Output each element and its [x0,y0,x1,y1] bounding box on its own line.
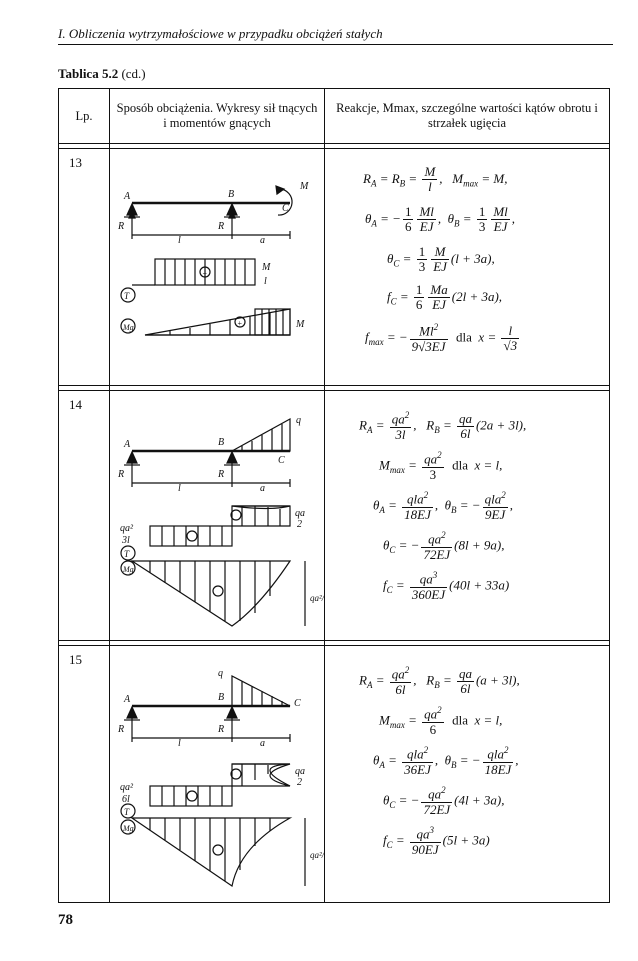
svg-text:B: B [228,189,234,200]
svg-text:a: a [260,235,265,246]
svg-text:3l: 3l [121,535,130,546]
table-caption: Tablica 5.2 (cd.) [58,66,146,82]
svg-text:B: B [218,437,224,448]
header-reactions: Reakcje, Mmax, szczególne wartości kątów… [324,88,610,144]
svg-text:l: l [178,483,181,494]
svg-text:R: R [217,724,224,735]
svg-text:Mg: Mg [122,323,134,332]
table-row: 14 [58,390,610,641]
svg-text:2: 2 [297,777,302,788]
row-number: 14 [58,390,110,641]
svg-text:l: l [178,235,181,246]
svg-text:T: T [124,807,130,817]
svg-text:C: C [278,455,285,466]
svg-text:M: M [295,319,305,330]
svg-text:T: T [124,291,130,301]
svg-text:+: + [202,269,207,278]
svg-text:R: R [117,724,124,735]
svg-text:l: l [178,738,181,749]
page-number: 78 [58,912,73,928]
svg-text:qa²/3: qa²/3 [310,593,324,603]
svg-text:qa: qa [295,766,305,777]
svg-text:a: a [260,738,265,749]
table-row: 13 [58,148,610,386]
svg-text:+: + [237,319,242,328]
caption-rest: (cd.) [118,66,146,81]
svg-text:R: R [217,469,224,480]
svg-text:qa²: qa² [120,523,134,534]
svg-text:A: A [123,439,131,450]
svg-text:R: R [117,469,124,480]
svg-text:qa: qa [295,508,305,519]
row-number: 13 [58,148,110,386]
svg-text:Mg: Mg [122,565,134,574]
svg-text:C: C [282,203,289,214]
svg-text:C: C [294,698,301,709]
svg-text:q: q [218,668,223,679]
svg-text:R: R [117,221,124,232]
svg-text:M: M [299,181,309,192]
svg-text:A: A [123,191,131,202]
running-head: I. Obliczenia wytrzymałościowe w przypad… [58,26,613,45]
caption-label: Tablica 5.2 [58,66,119,81]
svg-text:qa²: qa² [120,782,134,793]
table-row: 15 [58,645,610,903]
header-row: Lp. Sposób obciążenia. Wykresy sił tnący… [58,88,610,144]
svg-text:R: R [217,221,224,232]
svg-text:a: a [260,483,265,494]
svg-text:A: A [123,694,131,705]
svg-text:6l: 6l [122,794,130,805]
formula-table: Lp. Sposób obciążenia. Wykresy sił tnący… [58,88,610,903]
svg-text:l: l [264,276,267,287]
row-number: 15 [58,645,110,903]
svg-text:Mg: Mg [122,824,134,833]
svg-text:B: B [218,692,224,703]
svg-text:M: M [261,262,271,273]
svg-text:q: q [296,415,301,426]
svg-text:qa²/6: qa²/6 [310,850,324,860]
header-method: Sposób obciążenia. Wykresy sił tnących i… [109,88,325,144]
header-lp: Lp. [58,88,110,144]
svg-text:T: T [124,549,130,559]
svg-text:2: 2 [297,519,302,530]
